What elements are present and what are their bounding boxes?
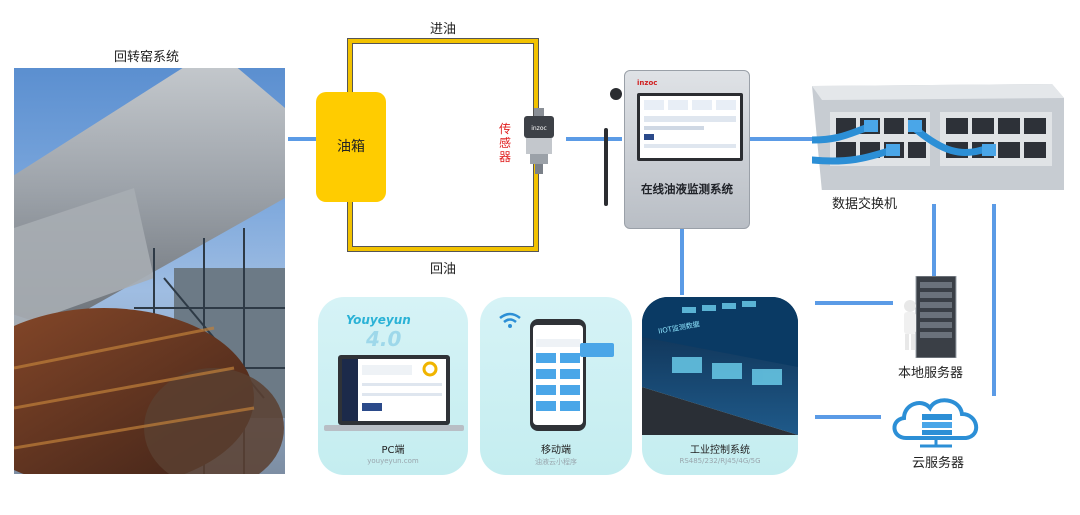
network-switch [808,82,1064,192]
switch-label: 数据交换机 [832,197,898,212]
sensor-brand: inzoc [531,125,547,132]
cloud-server-label: 云服务器 [912,456,965,471]
rotary-kiln-photo [14,68,285,474]
industrial-card-subtitle: RS485/232/RJ45/4G/5G [679,457,761,465]
monitor-title: 在线油液监测系统 [641,182,733,196]
sensor-device: inzoc [516,108,562,174]
pc-version: 4.0 [366,327,402,351]
mobile-card-subtitle: 油液云小程序 [535,458,577,466]
mobile-card: 移动端 油液云小程序 [480,297,632,475]
control-room-image [642,297,798,435]
cards-local-link [815,301,893,305]
monitor-cards-link [680,229,684,295]
monitor-knob-icon [609,86,623,100]
online-oil-monitor: inzoc 在线油液监测系统 [624,70,750,229]
oil-tank: 油箱 [316,92,386,202]
local-server-label: 本地服务器 [898,366,964,381]
kiln-tank-link [288,137,316,141]
mobile-card-title: 移动端 [541,445,571,456]
switch-cloud-link [992,204,996,396]
cards-cloud-link [815,415,881,419]
switch-local-link [932,204,936,276]
sensor-label: 传感器 [499,122,512,164]
cloud-server-icon [886,394,986,450]
industrial-card: IIOT监测数据 工业控制系统 RS485/232/RJ45/4G/5G [642,297,798,475]
oil-tank-label: 油箱 [337,139,365,155]
phone-icon [530,319,586,431]
monitor-screen [637,93,743,161]
phone-popup [580,343,614,357]
oil-return-label: 回油 [430,262,457,277]
antenna-icon [601,128,611,206]
monitor-switch-link [750,137,812,141]
pc-card-subtitle: youyeyun.com [367,457,419,465]
pc-card: Youyeyun 4.0 PC端 youyeyun.com [318,297,468,475]
laptop-icon [324,355,464,435]
oil-inlet-label: 进油 [430,22,457,37]
pc-card-title: PC端 [381,445,405,456]
industrial-card-title: 工业控制系统 [690,445,750,456]
local-server-icon [898,275,958,359]
wifi-icon [498,311,522,329]
sensor-monitor-link [566,137,622,141]
monitor-brand: inzoc [637,79,658,87]
kiln-title: 回转窑系统 [114,50,180,65]
pc-brand: Youyeyun [346,313,411,327]
